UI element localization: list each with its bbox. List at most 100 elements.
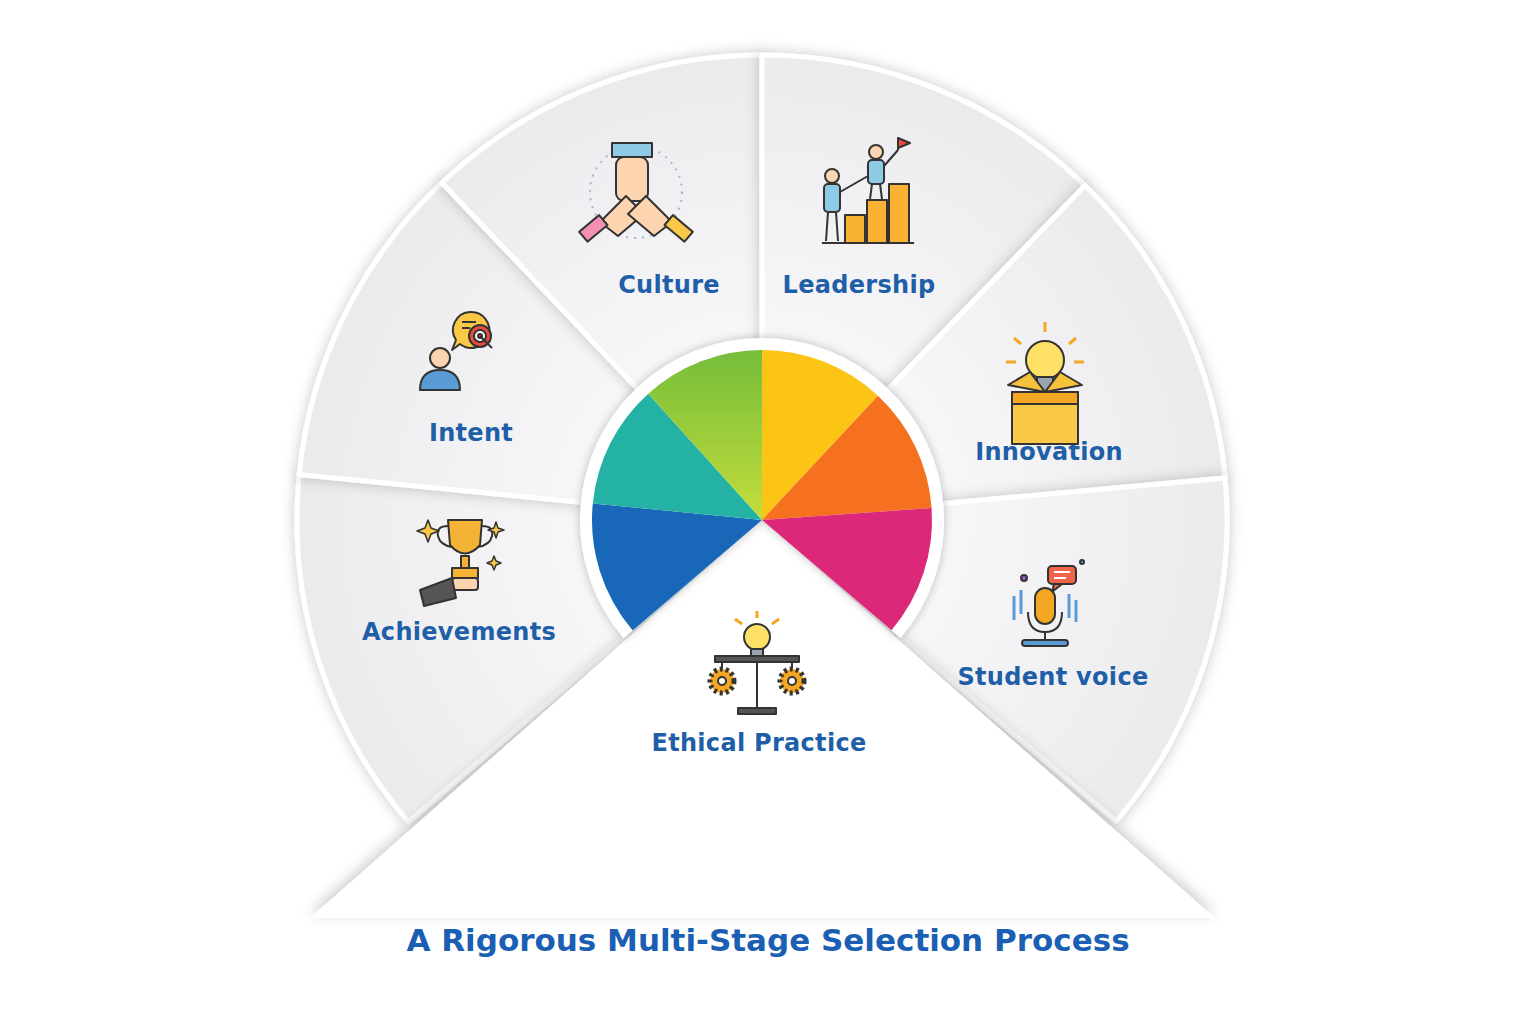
- segment-shape: [297, 475, 762, 822]
- segment-shape: [762, 478, 1227, 822]
- achievements-icon-part: [420, 578, 456, 606]
- segment-label: Achievements: [362, 618, 556, 646]
- ethics-icon-part: [718, 677, 726, 685]
- leadership-icon-part: [845, 215, 865, 243]
- leadership-icon-part: [868, 160, 884, 184]
- culture-icon-part: [590, 146, 682, 238]
- student-voice-icon-part: [1048, 566, 1076, 584]
- innovation-icon-part: [1012, 392, 1078, 444]
- culture-icon-part: [579, 215, 607, 242]
- achievements-icon-part: [438, 526, 452, 547]
- segment-shape: [442, 55, 762, 520]
- student-voice-icon-part: [1054, 577, 1066, 579]
- achievements-icon: [417, 520, 504, 606]
- culture-icon: [579, 143, 693, 242]
- culture-icon-part: [612, 143, 652, 157]
- wheel-sector: [593, 394, 762, 520]
- intent-icon-part: [462, 327, 470, 329]
- innovation-icon-part: [1037, 377, 1053, 391]
- wheel-ring: [580, 338, 944, 638]
- segment-label: Intent: [429, 419, 513, 447]
- leadership-icon-part: [889, 184, 909, 243]
- innovation-icon-part: [1074, 361, 1084, 364]
- achievements-icon-part: [487, 556, 501, 570]
- innovation-icon-part: [1014, 338, 1021, 344]
- intent-icon-part: [478, 334, 482, 338]
- leadership-icon-part: [880, 184, 882, 199]
- intent-icon-part: [420, 370, 460, 390]
- ethics-icon: [710, 611, 804, 714]
- innovation-icon-part: [1006, 361, 1016, 364]
- student-voice-icon-part: [1044, 632, 1046, 640]
- ethics-icon-part: [780, 669, 804, 693]
- leadership-icon-part: [867, 200, 887, 243]
- leadership-icon-part: [836, 212, 838, 241]
- innovation-icon: [1006, 322, 1084, 444]
- wheel-sector: [648, 350, 762, 520]
- intent-icon: [420, 312, 492, 390]
- ethics-icon-part: [710, 669, 734, 693]
- ethics-icon-part: [756, 611, 759, 618]
- student-voice-icon-part: [1075, 600, 1078, 622]
- student-voice-icon: [1014, 560, 1084, 646]
- leadership-icon-part: [826, 212, 828, 241]
- innovation-icon-part: [1069, 338, 1076, 344]
- ethics-icon-part: [744, 624, 770, 650]
- ethics-icon-part: [715, 656, 799, 662]
- segment-label: Leadership: [783, 271, 936, 299]
- ethics-icon-part: [735, 619, 742, 624]
- intent-icon-part: [474, 330, 486, 342]
- intent-icon-part: [430, 348, 450, 368]
- segment-label: Culture: [618, 271, 720, 299]
- culture-icon-part: [616, 157, 648, 201]
- leadership-icon-part: [840, 176, 868, 192]
- student-voice-icon-part: [1021, 575, 1027, 581]
- segment-label: Ethical Practice: [651, 729, 866, 757]
- innovation-icon-part: [1008, 372, 1045, 392]
- leadership-icon-part: [822, 242, 914, 244]
- intent-icon-part: [452, 312, 489, 350]
- achievements-icon-part: [478, 526, 492, 547]
- leadership-icon-part: [824, 184, 840, 212]
- diagram-title: A Rigorous Multi-Stage Selection Process: [406, 922, 1129, 958]
- ethics-icon-part: [791, 662, 793, 668]
- achievements-icon-part: [452, 568, 478, 578]
- achievements-icon-part: [488, 522, 504, 538]
- achievements-icon-part: [452, 578, 478, 590]
- leadership-icon-part: [897, 138, 899, 150]
- culture-icon-part: [600, 196, 644, 236]
- innovation-icon-part: [1044, 322, 1047, 332]
- student-voice-icon-part: [1068, 594, 1071, 618]
- innovation-icon-part: [1045, 372, 1082, 392]
- ethics-icon-part: [721, 662, 723, 668]
- leadership-icon-part: [898, 138, 910, 148]
- student-voice-icon-part: [1035, 588, 1055, 624]
- leadership-icon-part: [825, 169, 839, 183]
- leadership-icon-part: [869, 145, 883, 159]
- ethics-icon-part: [788, 677, 796, 685]
- wheel-sector: [762, 350, 878, 520]
- segment-shape: [299, 183, 762, 520]
- ethics-icon-part: [751, 649, 763, 656]
- wheel-sector: [762, 508, 932, 630]
- achievements-icon-part: [448, 520, 482, 554]
- ethics-icon-part: [756, 656, 758, 708]
- intent-icon-part: [462, 321, 476, 323]
- leadership-icon-part: [870, 184, 872, 199]
- student-voice-icon-part: [1028, 612, 1062, 632]
- student-voice-icon-part: [1054, 571, 1070, 573]
- intent-icon-part: [469, 325, 491, 347]
